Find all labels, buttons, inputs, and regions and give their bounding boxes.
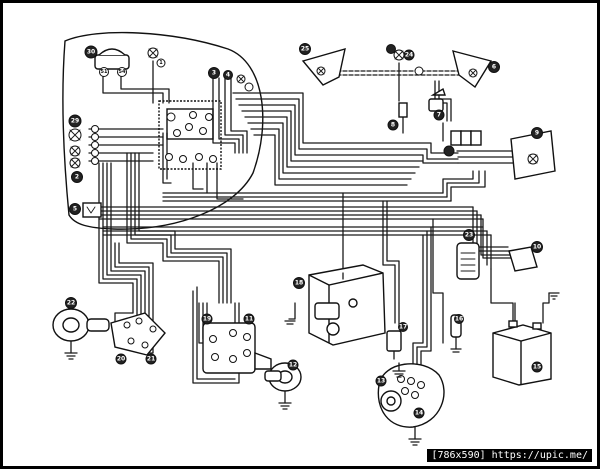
watermark: [786x590] https://upic.me/ — [427, 449, 592, 462]
component-label: 16 — [455, 316, 463, 323]
component-label: 14 — [415, 410, 423, 417]
component-label: 9 — [535, 130, 539, 137]
component-right-lever: 6 — [452, 50, 500, 89]
component-12: 12 — [264, 359, 302, 410]
component-left-lever: 25 — [299, 43, 405, 86]
component-18: 18 — [284, 264, 386, 346]
component-label: 24 — [405, 52, 413, 59]
component-connector-block — [443, 130, 482, 157]
component-30: 51 54 30 — [84, 45, 130, 77]
component-7: 7 — [428, 87, 446, 121]
component-label: 1 — [159, 60, 163, 66]
component-label: 15 — [533, 364, 541, 371]
component-label: 7 — [437, 112, 441, 119]
component-label: 29 — [71, 118, 79, 125]
component-label: 25 — [301, 46, 309, 53]
component-label: 4 — [226, 72, 230, 79]
component-1: 1 — [147, 47, 166, 68]
component-label: 21 — [147, 356, 155, 363]
component-15: 15 — [492, 292, 560, 386]
component-ignition-switch: 3 4 — [158, 67, 254, 170]
component-label: 10 — [533, 244, 541, 251]
component-23: 23 — [456, 229, 480, 280]
component-10: 10 — [508, 241, 543, 272]
component-label: 30 — [87, 49, 95, 56]
component-label: 19 — [203, 316, 211, 323]
component-switch-cluster-right: 19 11 — [201, 313, 272, 374]
component-label: 6 — [492, 64, 496, 71]
component-label: 3 — [212, 70, 216, 77]
component-17: 17 — [386, 322, 408, 360]
component-label: 17 — [399, 324, 407, 331]
component-5: 5 — [69, 202, 102, 218]
wire-harness — [88, 60, 550, 384]
component-9: 9 — [510, 127, 556, 180]
component-24: 24 — [403, 49, 424, 76]
component-switch-cluster-left: 20 21 — [110, 312, 166, 365]
wiring-diagram: 51 54 30 1 29 2 — [52, 31, 560, 446]
component-label: 8 — [391, 122, 395, 129]
component-label: 11 — [245, 316, 253, 323]
component-label: 12 — [289, 362, 297, 369]
component-22: 22 — [52, 297, 110, 360]
component-label: 2 — [75, 174, 79, 181]
component-label: 5 — [73, 206, 77, 213]
component-8: 8 — [387, 102, 408, 131]
terminal-label: 51 — [101, 69, 108, 75]
component-label: 18 — [295, 280, 303, 287]
component-label: 20 — [117, 356, 125, 363]
terminal-label: 54 — [119, 69, 126, 75]
component-29: 29 2 — [68, 114, 99, 183]
ground-symbols — [342, 272, 406, 378]
component-16: 16 — [450, 314, 464, 353]
headlamp-outline — [62, 31, 264, 230]
component-dynamo: 13 14 — [375, 363, 445, 446]
component-label: 23 — [465, 232, 473, 239]
component-label: 13 — [377, 378, 385, 385]
component-label: 22 — [67, 300, 75, 307]
